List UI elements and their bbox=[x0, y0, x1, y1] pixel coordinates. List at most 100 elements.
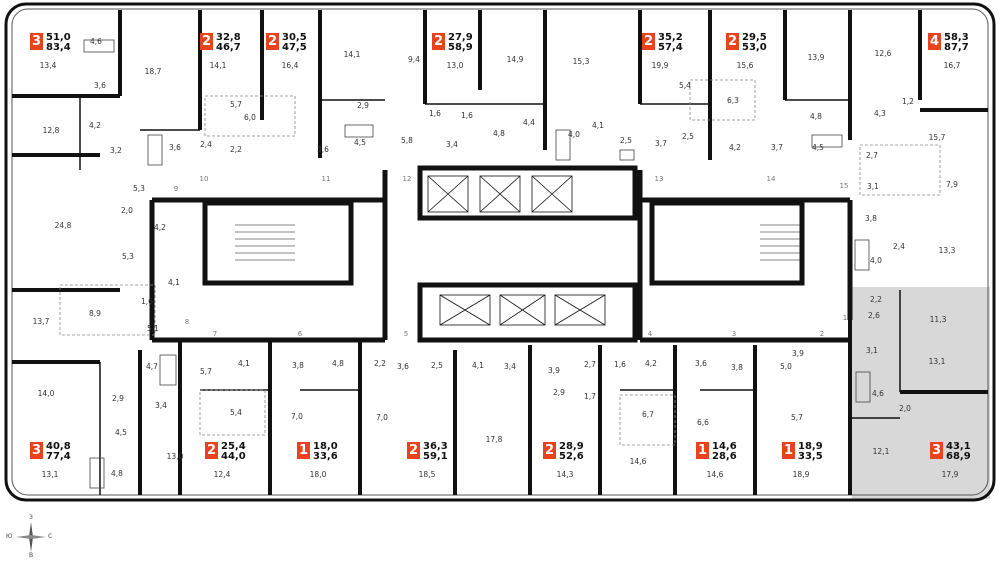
kitchen-zones bbox=[59, 79, 941, 446]
room-area-label: 5,1 bbox=[147, 324, 159, 333]
room-area-label: 4,5 bbox=[115, 428, 127, 437]
room-area-label: 4,8 bbox=[332, 359, 344, 368]
living-total-area: 35,2 bbox=[658, 32, 683, 43]
room-area-label: 4,0 bbox=[568, 130, 580, 139]
room-area-label: 1,7 bbox=[584, 392, 596, 401]
living-total-area: 14,6 bbox=[712, 441, 737, 452]
living-total-area: 28,9 bbox=[559, 441, 584, 452]
room-area-label: 4,2 bbox=[89, 121, 101, 130]
room-area-label: 24,8 bbox=[55, 221, 72, 230]
main-room-area: 14,6 bbox=[706, 470, 724, 479]
stair-number: 4 bbox=[648, 330, 653, 338]
stair-number: 15 bbox=[840, 182, 849, 190]
room-area-label: 17,8 bbox=[486, 435, 503, 444]
room-area-label: 3,8 bbox=[865, 214, 877, 223]
stair-number: 8 bbox=[185, 318, 189, 326]
room-area-label: 2,9 bbox=[112, 394, 124, 403]
room-area-label: 4,3 bbox=[874, 109, 886, 118]
room-area-label: 14,1 bbox=[344, 50, 361, 59]
room-area-label: 2,0 bbox=[899, 404, 911, 413]
stair-number: 11 bbox=[322, 175, 331, 183]
stair-number: 9 bbox=[174, 185, 178, 193]
room-area-label: 4,1 bbox=[592, 121, 604, 130]
compass-south: В bbox=[29, 552, 34, 559]
room-area-label: 4,5 bbox=[812, 143, 824, 152]
walls bbox=[12, 10, 988, 495]
living-total-area: 30,5 bbox=[282, 32, 307, 43]
total-area: 68,9 bbox=[946, 451, 971, 462]
total-area: 47,5 bbox=[282, 42, 307, 53]
room-area-label: 4,5 bbox=[354, 138, 366, 147]
room-area-label: 13,1 bbox=[929, 357, 946, 366]
room-area-label: 4,1 bbox=[168, 278, 180, 287]
room-area-label: 3,1 bbox=[867, 182, 879, 191]
stair-number: 13 bbox=[655, 175, 664, 183]
room-area-label: 2,6 bbox=[868, 311, 880, 320]
room-area-label: 1,6 bbox=[461, 111, 473, 120]
bath-fixtures bbox=[83, 39, 871, 489]
room-area-label: 3,2 bbox=[110, 146, 122, 155]
room-area-label: 14,9 bbox=[507, 55, 524, 64]
room-count: 3 bbox=[930, 442, 943, 459]
room-area-label: 3,4 bbox=[155, 401, 167, 410]
total-area: 33,6 bbox=[313, 451, 338, 462]
total-area: 83,4 bbox=[46, 42, 71, 53]
living-total-area: 51,0 bbox=[46, 32, 71, 43]
room-area-label: 13,0 bbox=[167, 452, 184, 461]
room-count: 2 bbox=[205, 442, 218, 459]
main-room-area: 16,4 bbox=[281, 61, 299, 70]
room-area-label: 14,6 bbox=[630, 457, 647, 466]
total-area: 44,0 bbox=[221, 451, 246, 462]
room-area-label: 6,7 bbox=[642, 410, 654, 419]
room-area-label: 12,6 bbox=[875, 49, 892, 58]
room-count: 2 bbox=[432, 33, 445, 50]
room-area-label: 4,4 bbox=[523, 118, 535, 127]
stair-number: 6 bbox=[298, 330, 303, 338]
main-room-area: 18,9 bbox=[792, 470, 810, 479]
total-area: 33,5 bbox=[798, 451, 823, 462]
living-total-area: 18,0 bbox=[313, 441, 338, 452]
room-area-label: 18,7 bbox=[145, 67, 162, 76]
room-area-label: 2,2 bbox=[230, 145, 242, 154]
room-area-label: 4,2 bbox=[729, 143, 741, 152]
room-area-label: 7,0 bbox=[376, 413, 388, 422]
main-room-area: 13,4 bbox=[39, 61, 57, 70]
room-area-label: 3,6 bbox=[169, 143, 181, 152]
total-area: 87,7 bbox=[944, 42, 969, 53]
main-room-area: 18,0 bbox=[309, 470, 327, 479]
room-count: 2 bbox=[266, 33, 279, 50]
stair-number: 2 bbox=[820, 330, 824, 338]
room-area-label: 2,5 bbox=[431, 361, 443, 370]
room-area-label: 5,4 bbox=[679, 81, 691, 90]
room-area-label: 4,2 bbox=[154, 223, 166, 232]
main-room-area: 14,1 bbox=[209, 61, 227, 70]
room-area-label: 4,8 bbox=[111, 469, 123, 478]
room-area-label: 3,4 bbox=[504, 362, 516, 371]
room-count: 1 bbox=[696, 442, 709, 459]
room-area-label: 3,6 bbox=[94, 81, 106, 90]
living-total-area: 18,9 bbox=[798, 441, 823, 452]
room-area-label: 3,1 bbox=[866, 346, 878, 355]
